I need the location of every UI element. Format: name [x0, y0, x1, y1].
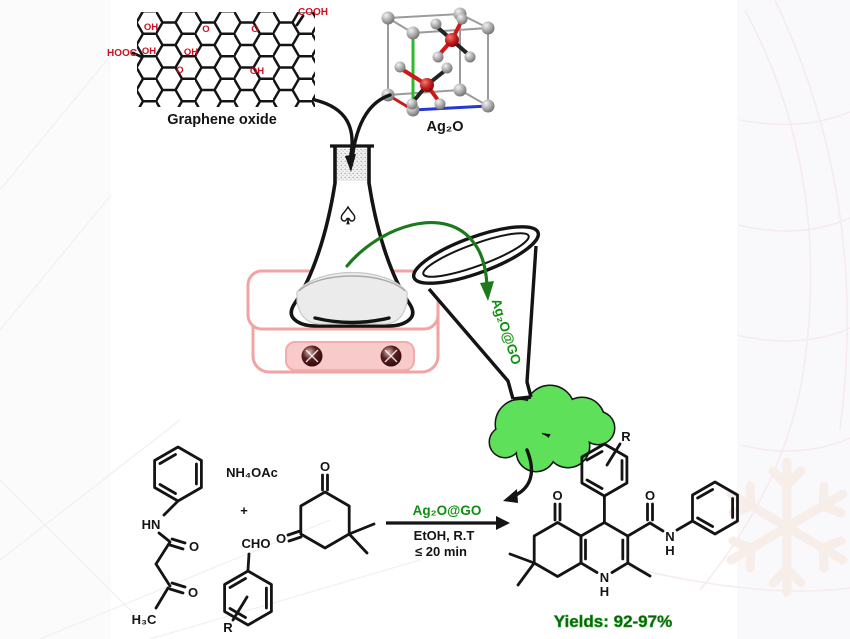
ring-n-label: N — [600, 570, 609, 585]
amide-n-label: N — [665, 529, 674, 544]
o-label: O — [553, 488, 563, 503]
oh-label: OH — [144, 22, 158, 33]
spade-icon: ♤ — [337, 203, 359, 230]
hooc-label: HOOC — [107, 48, 137, 59]
oxygen-atom — [445, 33, 459, 47]
erlenmeyer-flask: ♤ — [289, 144, 415, 328]
graphene-oxide-sheet: HOOC COOH OH O O OH OH O OH Graphene oxi… — [107, 7, 328, 128]
product-structure: R O N H O N H — [508, 429, 739, 599]
r-substituent-label: R — [223, 620, 233, 635]
ag2o-crystal: Ag₂O — [381, 7, 495, 135]
reactant-dimedone: O O — [276, 459, 376, 555]
catalyst-cloud — [488, 384, 616, 473]
cooh-label: COOH — [298, 7, 328, 18]
catalyst-label: Ag₂O@GO — [413, 503, 482, 518]
flask-liquid — [296, 271, 408, 325]
amide-h-label: H — [665, 543, 674, 558]
hot-plate-controls — [285, 341, 415, 371]
snowflake-watermark — [726, 457, 848, 597]
o-label: O — [188, 585, 198, 600]
oxygen-atom — [420, 78, 434, 92]
ring-h-label: H — [600, 584, 609, 599]
oh-label: OH — [250, 66, 264, 77]
o-label: O — [320, 459, 330, 474]
cloud-to-scheme-arrow — [503, 448, 534, 503]
time-label: ≤ 20 min — [415, 544, 467, 559]
oh-label: OH — [184, 47, 198, 58]
addition-curves — [313, 93, 392, 172]
go-lattice — [137, 12, 315, 107]
r-substituent-label: R — [621, 429, 631, 444]
ammonium-acetate-label: NH₄OAc — [226, 465, 278, 480]
solvent-label: EtOH, R.T — [414, 528, 475, 543]
o-label: O — [645, 488, 655, 503]
o-label: O — [202, 24, 209, 35]
o-label: O — [189, 539, 199, 554]
yields-label: Yields: 92-97% — [554, 612, 672, 631]
o-label: O — [251, 24, 258, 35]
reactant-acetoacetanilide: HN O O H₃C — [132, 445, 203, 627]
o-label: O — [276, 531, 286, 546]
ag2o-caption: Ag₂O — [426, 119, 463, 135]
reactant-benzaldehyde: CHO R — [223, 536, 273, 635]
graphene-oxide-caption: Graphene oxide — [167, 112, 277, 128]
transfer-arrow — [345, 220, 494, 301]
o-label: O — [176, 65, 183, 76]
reaction-arrow: Ag₂O@GO EtOH, R.T ≤ 20 min — [386, 503, 510, 559]
plus-sign: + — [240, 503, 248, 518]
filter-funnel: Ag₂O@GO — [411, 225, 541, 401]
oh-label: OH — [142, 46, 156, 57]
h3c-label: H₃C — [132, 612, 157, 627]
hn-label: HN — [142, 517, 161, 532]
cho-label: CHO — [242, 536, 271, 551]
